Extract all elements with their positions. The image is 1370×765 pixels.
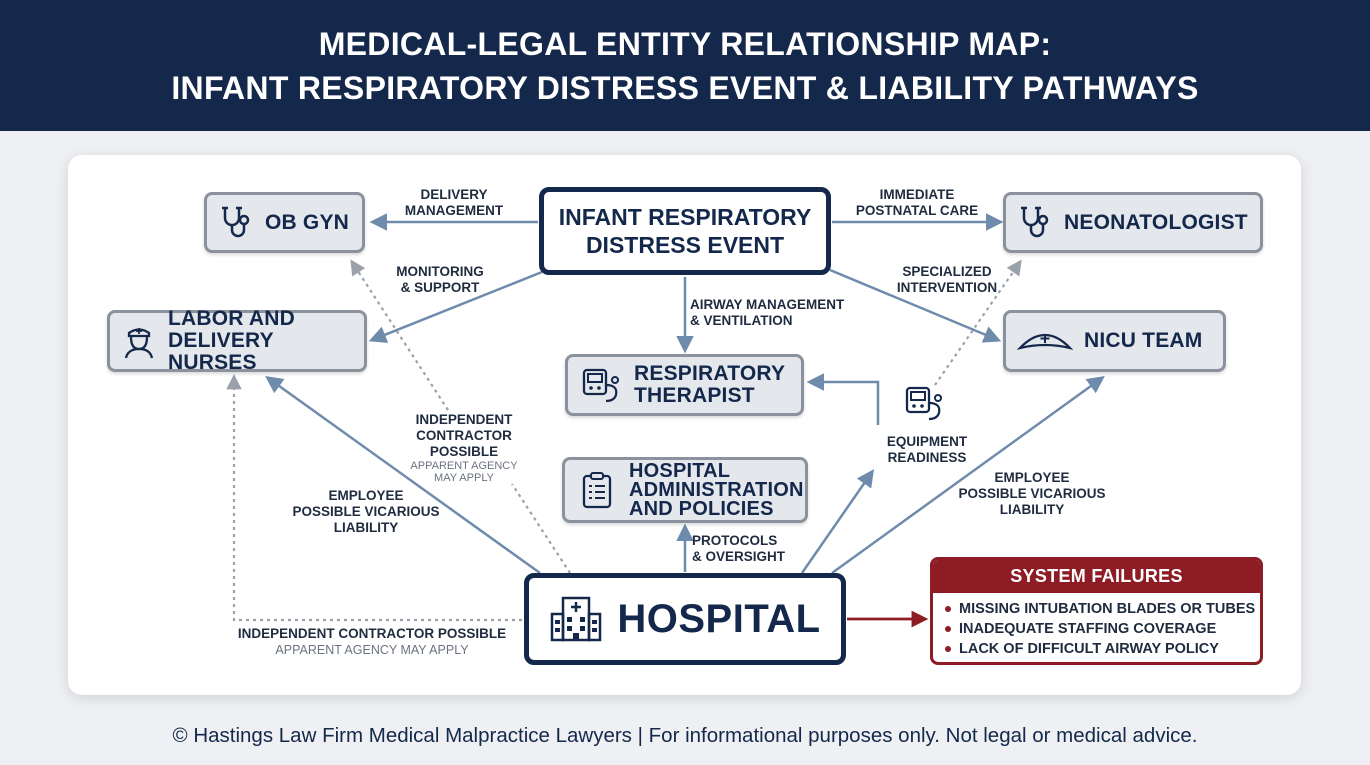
hospital-label: HOSPITAL bbox=[617, 596, 821, 641]
nicu-team-label: NICU TEAM bbox=[1084, 329, 1203, 352]
edge-label-delivery-management: DELIVERY MANAGEMENT bbox=[404, 187, 504, 218]
edge-label-independent-contractor-center: INDEPENDENT CONTRACTOR POSSIBLE bbox=[415, 412, 513, 459]
node-neonatologist: NEONATOLOGIST bbox=[1003, 192, 1263, 253]
center-event-box: INFANT RESPIRATORY DISTRESS EVENT bbox=[539, 187, 831, 275]
stethoscope-icon bbox=[1006, 205, 1064, 241]
ob-gyn-label: OB GYN bbox=[265, 210, 350, 234]
bullet-icon bbox=[945, 626, 951, 632]
node-nicu-team: NICU TEAM bbox=[1003, 310, 1226, 372]
edge-label-specialized-intervention: SPECIALIZED INTERVENTION bbox=[896, 264, 998, 295]
edge-label-independent-contractor-bottom: INDEPENDENT CONTRACTOR POSSIBLE bbox=[237, 626, 507, 641]
failure-item-text: MISSING INTUBATION BLADES OR TUBES bbox=[959, 601, 1256, 617]
stethoscope-icon bbox=[207, 205, 265, 241]
node-labor-delivery-nurses: LABOR AND DELIVERY NURSES bbox=[107, 307, 367, 374]
header-banner: MEDICAL-LEGAL ENTITY RELATIONSHIP MAP: I… bbox=[0, 0, 1370, 131]
bullet-icon bbox=[945, 646, 951, 652]
neonatologist-label: NEONATOLOGIST bbox=[1064, 210, 1248, 234]
edge-sublabel-apparent-agency-center: APPARENT AGENCY MAY APPLY bbox=[410, 460, 518, 484]
edge-label-employee-right: EMPLOYEE POSSIBLE VICARIOUS LIABILITY bbox=[958, 470, 1106, 517]
node-ob-gyn: OB GYN bbox=[204, 192, 365, 253]
hospital-administration-label: HOSPITAL ADMINISTRATION AND POLICIES bbox=[629, 459, 804, 520]
edge-sublabel-apparent-agency-bottom: APPARENT AGENCY MAY APPLY bbox=[275, 643, 469, 657]
edge-label-equipment-readiness: EQUIPMENT READINESS bbox=[886, 434, 968, 465]
equipment-monitor-icon bbox=[904, 385, 944, 428]
ventilator-icon bbox=[568, 367, 634, 403]
edge-label-immediate-postnatal-care: IMMEDIATE POSTNATAL CARE bbox=[855, 187, 979, 218]
node-hospital-administration: HOSPITAL ADMINISTRATION AND POLICIES bbox=[562, 457, 808, 523]
edge-label-airway-management: AIRWAY MANAGEMENT & VENTILATION bbox=[690, 297, 845, 328]
bullet-icon bbox=[945, 606, 951, 612]
hospital-box: HOSPITAL bbox=[524, 573, 846, 665]
labor-delivery-nurses-label: LABOR AND DELIVERY NURSES bbox=[168, 307, 296, 374]
nurse-cap-icon bbox=[1006, 328, 1084, 354]
center-event-label: INFANT RESPIRATORY DISTRESS EVENT bbox=[558, 204, 812, 258]
system-failures-title: SYSTEM FAILURES bbox=[933, 560, 1260, 593]
title-line-1: MEDICAL-LEGAL ENTITY RELATIONSHIP MAP: bbox=[318, 25, 1052, 62]
edge-label-protocols-oversight: PROTOCOLS & OVERSIGHT bbox=[692, 533, 786, 564]
list-item: LACK OF DIFFICULT AIRWAY POLICY bbox=[945, 639, 1260, 659]
failure-item-text: LACK OF DIFFICULT AIRWAY POLICY bbox=[959, 641, 1219, 657]
nurse-icon bbox=[110, 323, 168, 359]
respiratory-therapist-label: RESPIRATORY THERAPIST bbox=[634, 362, 786, 407]
system-failures-list: MISSING INTUBATION BLADES OR TUBES INADE… bbox=[933, 593, 1260, 659]
system-failures-box: SYSTEM FAILURES MISSING INTUBATION BLADE… bbox=[930, 557, 1263, 665]
clipboard-icon bbox=[565, 471, 629, 509]
title-line-2: INFANT RESPIRATORY DISTRESS EVENT & LIAB… bbox=[171, 69, 1199, 106]
failure-item-text: INADEQUATE STAFFING COVERAGE bbox=[959, 621, 1217, 637]
list-item: INADEQUATE STAFFING COVERAGE bbox=[945, 619, 1260, 639]
edge-label-employee-left: EMPLOYEE POSSIBLE VICARIOUS LIABILITY bbox=[292, 488, 440, 535]
hospital-building-icon bbox=[549, 590, 603, 649]
node-respiratory-therapist: RESPIRATORY THERAPIST bbox=[565, 354, 804, 416]
footer-disclaimer: © Hastings Law Firm Medical Malpractice … bbox=[172, 724, 1198, 747]
edge-label-monitoring-support: MONITORING & SUPPORT bbox=[396, 264, 484, 295]
list-item: MISSING INTUBATION BLADES OR TUBES bbox=[945, 599, 1260, 619]
